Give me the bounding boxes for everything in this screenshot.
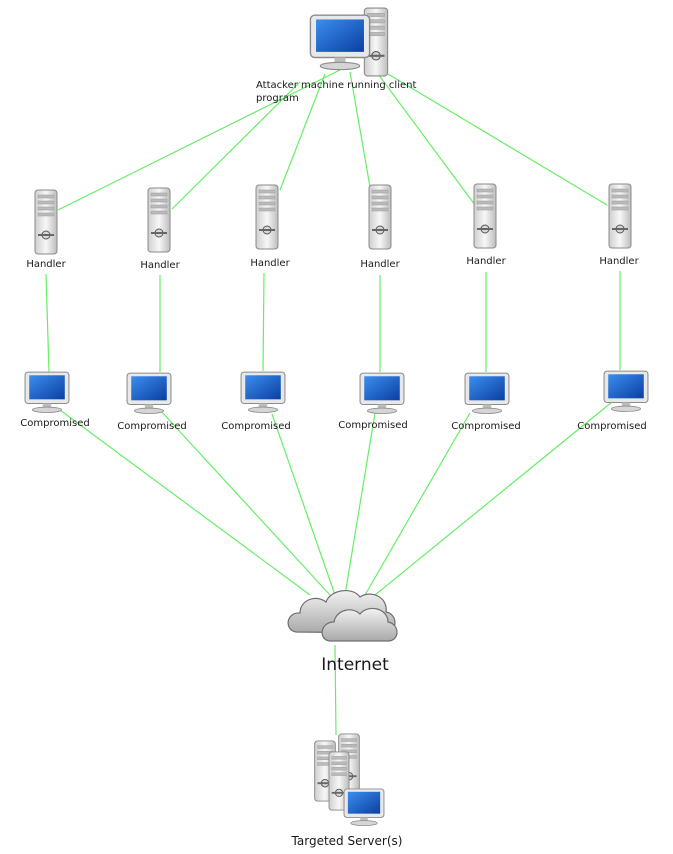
connection-line bbox=[159, 409, 331, 596]
handler-label: Handler bbox=[26, 259, 66, 270]
monitor-icon bbox=[126, 372, 172, 414]
server-icon bbox=[147, 187, 171, 253]
connection-line bbox=[374, 401, 613, 596]
monitor-icon bbox=[359, 372, 405, 414]
monitor-icon bbox=[240, 371, 286, 413]
compromised-node: Compromised bbox=[20, 371, 90, 429]
compromised-node: Compromised bbox=[221, 371, 291, 432]
connection-line bbox=[364, 412, 471, 596]
attacker-label-line1: Attacker machine running client bbox=[256, 80, 416, 91]
monitor-icon bbox=[24, 371, 70, 413]
target-node: Targeted Server(s) bbox=[291, 733, 403, 848]
compromised-node: Compromised bbox=[577, 370, 649, 432]
server-icon bbox=[34, 189, 58, 255]
handler-node: Handler bbox=[466, 183, 507, 267]
compromised-label: Compromised bbox=[451, 421, 520, 432]
connection-line bbox=[344, 412, 376, 596]
server-icon bbox=[255, 184, 279, 250]
handler-label: Handler bbox=[250, 258, 290, 269]
internet-node: Internet bbox=[287, 589, 398, 675]
connection-line bbox=[171, 81, 301, 210]
handler-node: Handler bbox=[26, 189, 67, 270]
server-icon bbox=[473, 183, 497, 249]
monitor-icon bbox=[603, 370, 649, 412]
compromised-node: Compromised bbox=[117, 372, 187, 432]
handler-label: Handler bbox=[466, 256, 506, 267]
connection-line bbox=[45, 273, 50, 373]
connection-line bbox=[349, 71, 371, 188]
server-icon bbox=[368, 184, 392, 250]
connection-line bbox=[279, 73, 326, 191]
links-layer bbox=[45, 69, 621, 736]
attacker-label-line2: program bbox=[256, 93, 299, 104]
connection-line bbox=[334, 644, 337, 736]
internet-label: Internet bbox=[321, 655, 389, 675]
connection-line bbox=[377, 73, 476, 206]
handler-label: Handler bbox=[599, 256, 639, 267]
handler-label: Handler bbox=[140, 260, 180, 271]
handler-node: Handler bbox=[250, 184, 291, 269]
connection-line bbox=[59, 409, 311, 596]
compromised-label: Compromised bbox=[20, 418, 89, 429]
cloud-icon bbox=[287, 589, 398, 642]
target-label: Targeted Server(s) bbox=[291, 834, 403, 848]
compromised-label: Compromised bbox=[117, 421, 186, 432]
compromised-node: Compromised bbox=[451, 372, 521, 432]
compromised-row: Compromised Compromised Compromised Comp… bbox=[20, 370, 649, 432]
compromised-label: Compromised bbox=[338, 420, 407, 431]
handlers-row: Handler Handler Handler Handler Handler … bbox=[26, 183, 640, 271]
monitor-icon bbox=[464, 372, 510, 414]
handler-label: Handler bbox=[360, 259, 400, 270]
compromised-label: Compromised bbox=[221, 421, 290, 432]
connection-line bbox=[271, 413, 336, 596]
compromised-label: Compromised bbox=[577, 421, 646, 432]
handler-node: Handler bbox=[599, 183, 640, 267]
attacker-machine: Attacker machine running client program bbox=[256, 7, 416, 104]
server-cluster-icon bbox=[314, 733, 385, 826]
connection-line bbox=[57, 69, 341, 211]
compromised-node: Compromised bbox=[338, 372, 408, 431]
handler-node: Handler bbox=[360, 184, 401, 270]
connection-line bbox=[387, 73, 608, 206]
attacker-monitor-icon bbox=[309, 14, 371, 71]
server-icon bbox=[608, 183, 632, 249]
handler-node: Handler bbox=[140, 187, 181, 271]
connection-line bbox=[262, 272, 265, 372]
